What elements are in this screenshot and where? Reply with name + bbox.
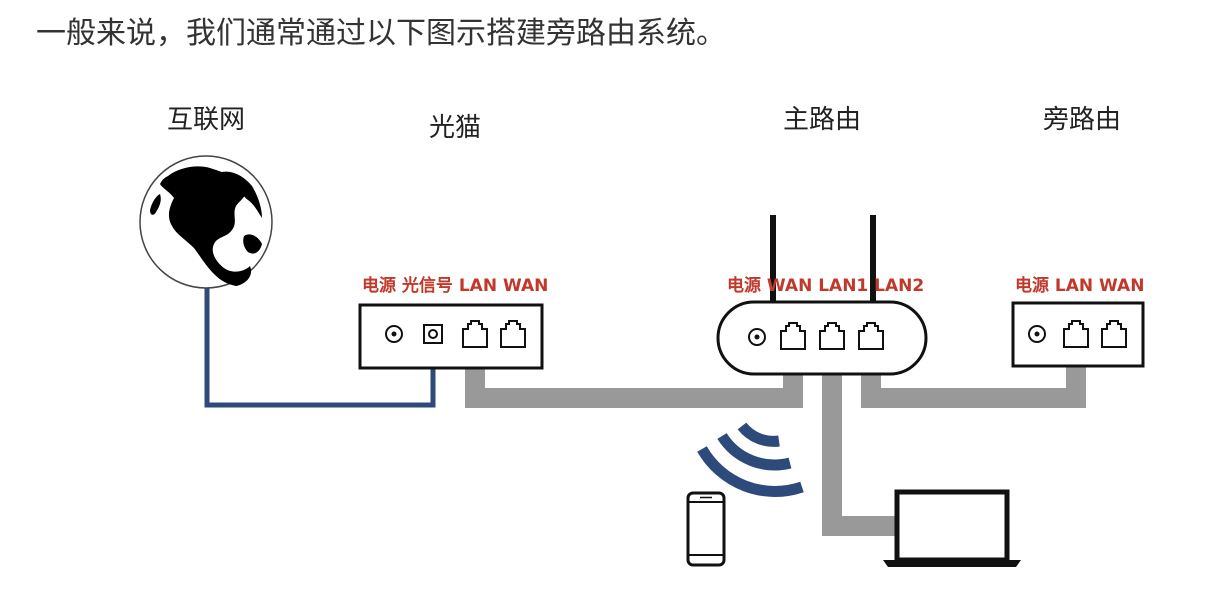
modem-port-labels: 电源 光信号 LAN WAN	[362, 275, 548, 296]
bypass-router-title: 旁路由	[1043, 105, 1121, 135]
main-router-title: 主路由	[783, 105, 861, 135]
router-port-labels: 电源 WAN LAN1 LAN2	[727, 275, 924, 296]
fiber-cable	[204, 285, 436, 408]
router-icon	[716, 215, 928, 376]
modem-title: 光猫	[429, 113, 481, 143]
laptop-icon	[883, 489, 1021, 567]
phone-icon	[686, 491, 726, 567]
bypass-port-labels: 电源 LAN WAN	[1015, 275, 1144, 296]
globe-icon	[139, 155, 273, 289]
wifi-icon	[697, 422, 804, 497]
bypass-router-icon	[1011, 301, 1145, 368]
intro-text: 一般来说，我们通常通过以下图示搭建旁路由系统。	[36, 16, 726, 51]
modem-icon	[358, 303, 544, 370]
router-to-laptop-cable	[822, 350, 900, 536]
internet-title: 互联网	[167, 105, 245, 135]
